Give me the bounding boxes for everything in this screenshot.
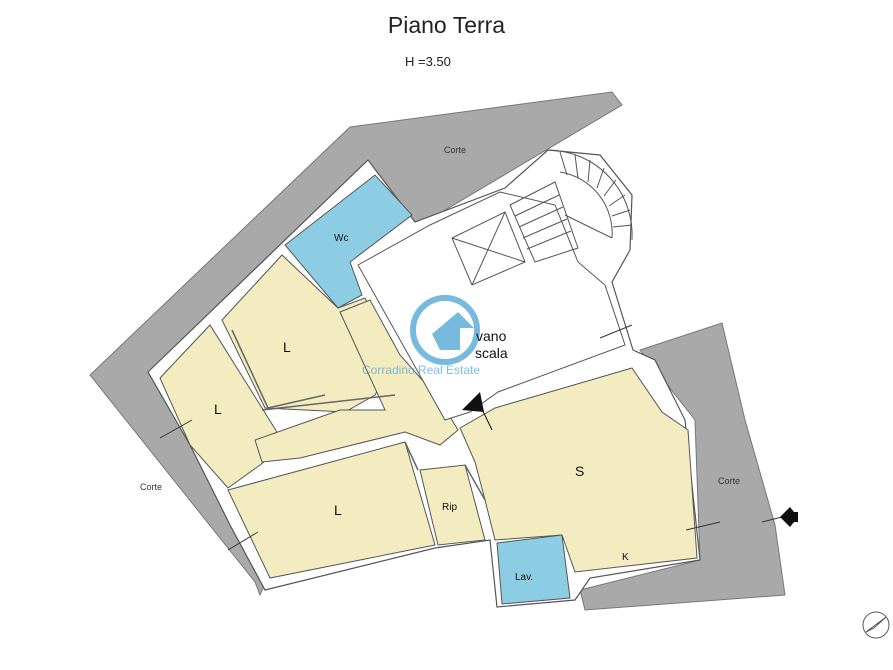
courtyard-right bbox=[579, 322, 786, 611]
interior-walls bbox=[231, 329, 486, 501]
entrance-arrow-stairwell bbox=[462, 392, 493, 431]
room-lav bbox=[496, 534, 571, 605]
label-corte-right: Corte bbox=[718, 476, 740, 486]
stairwell-hall bbox=[357, 191, 626, 421]
room-s bbox=[459, 367, 698, 573]
spiral-stair bbox=[547, 149, 633, 241]
watermark-text: Corradino Real Estate bbox=[362, 363, 480, 377]
lift-shaft bbox=[451, 211, 526, 286]
entrance-arrow-right-shaft bbox=[790, 512, 798, 522]
label-l-bottom: L bbox=[334, 502, 342, 518]
label-wc: Wc bbox=[334, 233, 348, 244]
label-l-left: L bbox=[214, 401, 222, 417]
label-s: S bbox=[575, 463, 584, 479]
corridor bbox=[254, 299, 459, 463]
plan-title: Piano Terra bbox=[387, 12, 506, 38]
ceiling-height-note: H =3.50 bbox=[405, 54, 451, 69]
watermark-logo bbox=[410, 295, 480, 365]
label-lav: Lav. bbox=[515, 572, 533, 583]
label-scala: scala bbox=[475, 345, 508, 361]
label-corte-left: Corte bbox=[140, 482, 162, 492]
stair-flight bbox=[509, 181, 579, 263]
compass-icon bbox=[862, 611, 890, 639]
label-corte-top: Corte bbox=[444, 145, 466, 155]
label-l-top: L bbox=[283, 339, 291, 355]
room-l-bottom bbox=[227, 441, 436, 579]
label-rip: Rip bbox=[442, 502, 457, 513]
label-k: K bbox=[622, 552, 629, 563]
room-rip bbox=[419, 464, 486, 546]
label-vano: vano bbox=[476, 328, 507, 344]
